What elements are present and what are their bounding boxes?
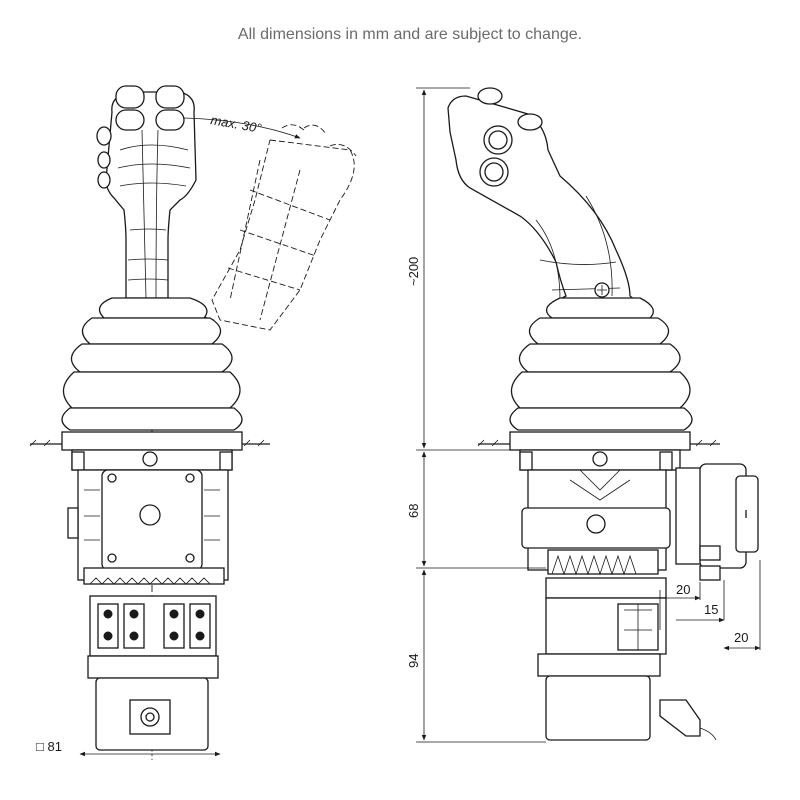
button-bottom-left (115, 109, 145, 131)
tilt-angle-label: max. 30° (209, 112, 262, 136)
front-bellows (61, 297, 243, 431)
offset-c-label: 20 (734, 630, 748, 645)
side-bellows (509, 297, 693, 431)
front-mechanism-body (67, 449, 233, 585)
side-grip (447, 87, 642, 305)
button-top-left (115, 85, 145, 109)
dimensions-note: All dimensions in mm and are subject to … (237, 26, 583, 43)
front-terminal-block (89, 595, 217, 657)
front-base-housing (87, 655, 219, 751)
offset-a-label: 20 (676, 582, 690, 597)
side-connector (675, 463, 759, 581)
button-top-right (155, 85, 185, 109)
square-dimension-label: □ 81 (36, 739, 62, 754)
front-mounting-plate (61, 431, 243, 451)
tilt-arc (183, 117, 301, 139)
front-view: max. 30° (29, 85, 357, 760)
side-base (537, 577, 717, 741)
height-base-label: 94 (406, 654, 421, 668)
offset-b-label: 15 (704, 602, 718, 617)
button-bottom-right (155, 109, 185, 131)
height-total-label: ~200 (406, 257, 421, 286)
side-view: ~200 68 94 20 15 20 (406, 87, 761, 743)
side-mechanism-body (519, 449, 681, 576)
height-body-label: 68 (406, 504, 421, 518)
side-mounting-plate (509, 431, 691, 451)
front-grip-head (96, 85, 197, 299)
